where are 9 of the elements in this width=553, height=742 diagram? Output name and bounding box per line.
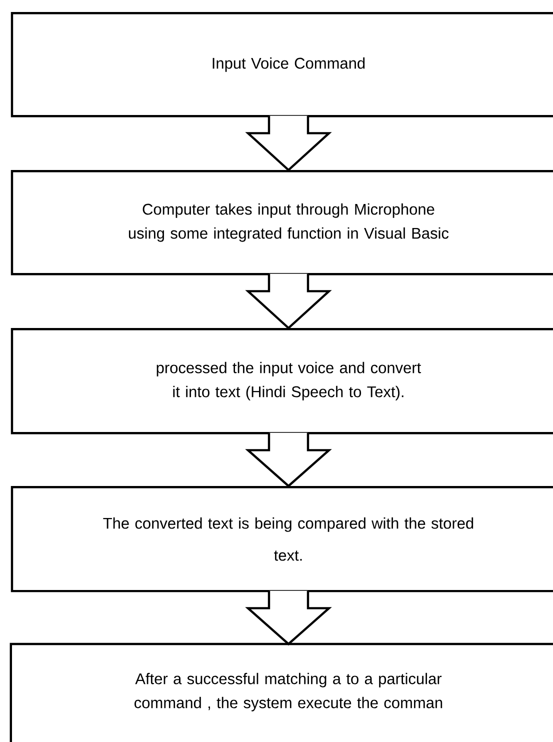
process-box: The converted text is being compared with the stored text. bbox=[10, 486, 553, 592]
process-box: Computer takes input through Microphone using some integrated function in Visual Basic bbox=[10, 170, 553, 276]
process-box: processed the input voice and convert it into text (Hindi Speech to Text). bbox=[10, 328, 553, 434]
block-arrow bbox=[245, 272, 332, 330]
block-arrow bbox=[245, 432, 332, 488]
process-box: After a successful matching a to a particular command , the system execute the comman bbox=[10, 642, 553, 742]
block-arrow bbox=[245, 114, 332, 172]
block-arrow bbox=[245, 590, 332, 646]
process-box: Input Voice Command bbox=[10, 12, 553, 118]
